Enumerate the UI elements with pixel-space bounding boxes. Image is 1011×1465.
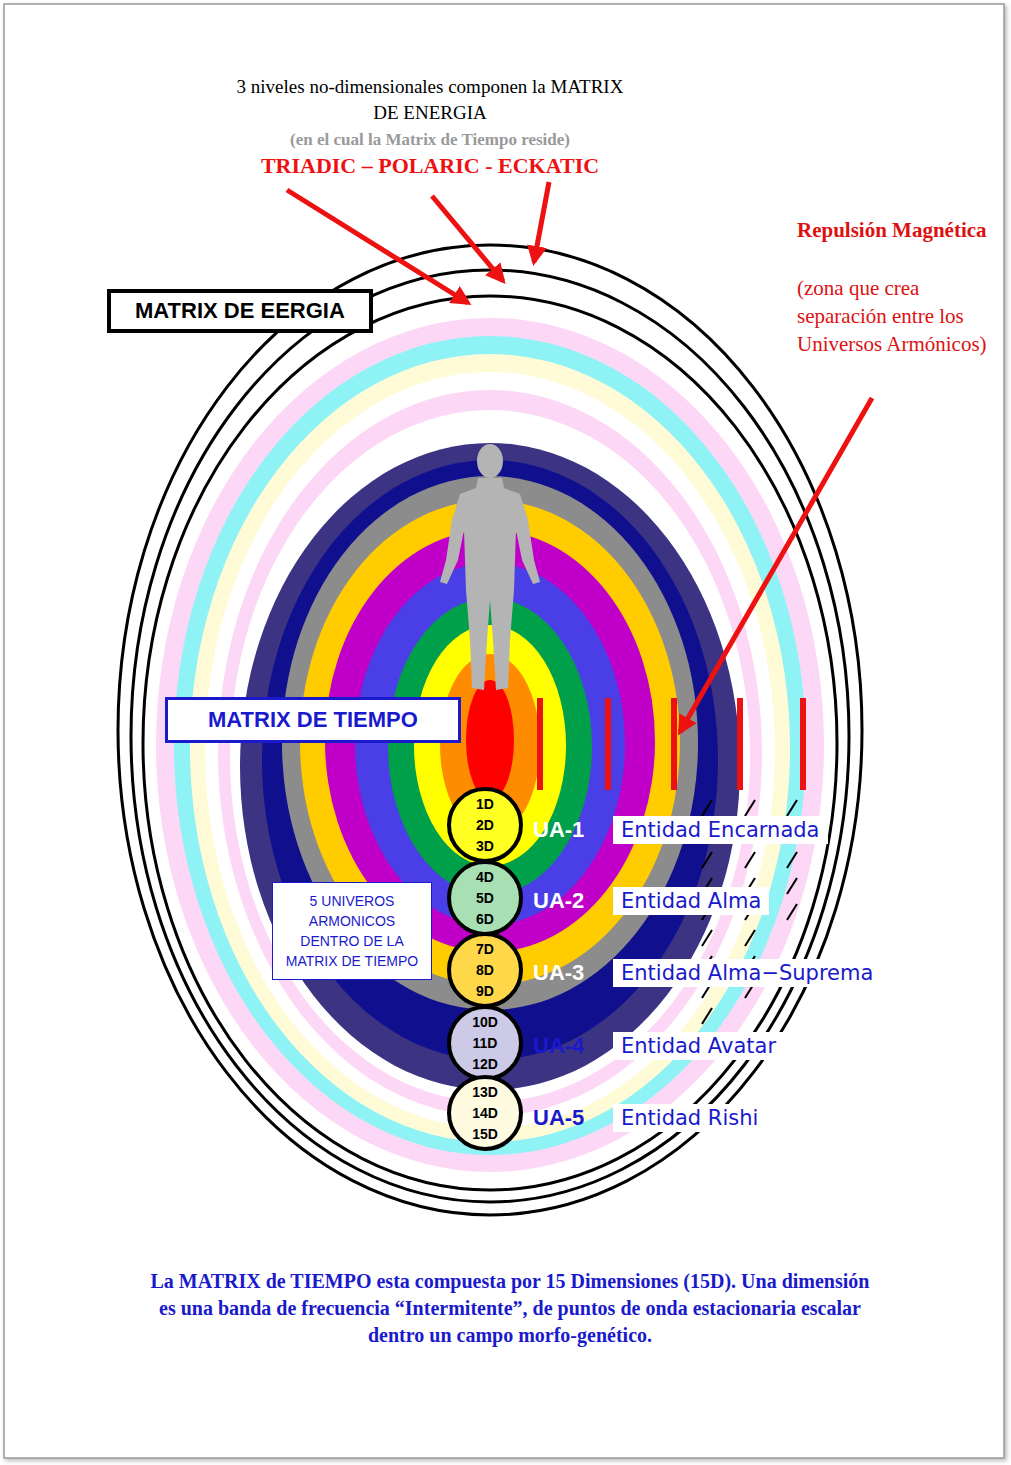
dimension-label: 1D	[476, 794, 494, 815]
entity-name: Entidad Rishi	[613, 1104, 766, 1132]
circle-shape	[449, 789, 521, 861]
entity-name: Entidad Avatar	[613, 1032, 784, 1060]
box-text: 5 UNIVEROS ARMONICOS DENTRO DE LA MATRIX…	[279, 891, 425, 971]
hatch-stroke	[745, 852, 755, 868]
dimension-label: 12D	[472, 1054, 498, 1075]
harmonic-circle: 1D2D3D	[446, 786, 524, 864]
harmonic-circle: 7D8D9D	[446, 931, 524, 1009]
harmonic-circle: 10D11D12D	[446, 1004, 524, 1082]
callout-heading: Repulsión Magnética	[797, 216, 997, 244]
hatch-stroke	[702, 930, 712, 946]
hatch-stroke	[745, 930, 755, 946]
box-text: MATRIX DE TIEMPO	[208, 706, 418, 734]
dimension-label: 14D	[472, 1103, 498, 1124]
pointer-arrow	[680, 398, 872, 732]
callout-note: (zona que crea separación entre los Univ…	[797, 274, 997, 358]
repulsion-bar	[605, 698, 611, 790]
dimension-label: 11D	[473, 1033, 498, 1054]
dimension-label: 7D	[476, 939, 494, 960]
hatch-stroke	[787, 852, 797, 868]
band-ellipse	[388, 598, 592, 895]
entity-label: UA-5Entidad Rishi	[533, 1100, 766, 1136]
entity-name: Entidad Alma−Suprema	[613, 959, 881, 987]
band-ellipse	[355, 563, 625, 925]
hatch-stroke	[745, 800, 755, 816]
pointer-arrow	[432, 196, 503, 281]
universe-code: UA-3	[533, 960, 613, 986]
harmonic-circle: 4D5D6D	[446, 859, 524, 937]
dimension-label: 10D	[472, 1012, 498, 1033]
repulsion-bars	[537, 698, 806, 790]
human-figure	[440, 478, 540, 690]
universe-code: UA-1	[533, 817, 613, 843]
universe-code: UA-4	[533, 1033, 613, 1059]
circle-shape	[449, 1077, 521, 1149]
entity-name: Entidad Encarnada	[613, 816, 828, 844]
repulsion-bar	[671, 698, 677, 790]
repulsion-bar	[800, 698, 806, 790]
dimension-label: 13D	[472, 1082, 498, 1103]
band-ellipse	[156, 318, 824, 1172]
dimension-label: 2D	[476, 815, 494, 836]
dimension-label: 4D	[476, 867, 494, 888]
band-ellipse	[143, 296, 837, 1190]
band-ellipse	[174, 336, 806, 1155]
harmonic-circle: 13D14D15D	[446, 1074, 524, 1152]
dimension-label: 3D	[476, 836, 494, 857]
page-frame	[4, 4, 1004, 1458]
hatch-stroke	[702, 852, 712, 868]
note-box: 5 UNIVEROS ARMONICOS DENTRO DE LA MATRIX…	[272, 882, 432, 980]
band-ellipse	[240, 443, 740, 1090]
repulsion-bar	[737, 698, 743, 790]
circle-shape	[449, 934, 521, 1006]
pointer-arrows	[287, 182, 872, 732]
hatch-stroke	[702, 800, 712, 816]
band-ellipse	[205, 372, 775, 1128]
matrix-box: MATRIX DE EERGIA	[107, 289, 373, 333]
dimension-label: 15D	[472, 1124, 498, 1145]
universe-code: UA-5	[533, 1105, 613, 1131]
hatch-stroke	[787, 800, 797, 816]
dimension-label: 8D	[476, 960, 494, 981]
band-ellipse	[466, 680, 514, 800]
level-names: TRIADIC – POLARIC - ECKATIC	[180, 152, 680, 180]
dimension-label: 5D	[476, 888, 494, 909]
title: 3 niveles no-dimensionales componen la M…	[225, 74, 635, 126]
pointer-arrow	[534, 182, 549, 262]
entity-label: UA-3Entidad Alma−Suprema	[533, 955, 881, 991]
entity-label: UA-4Entidad Avatar	[533, 1028, 784, 1064]
dimension-label: 9D	[476, 981, 494, 1002]
caption: La MATRIX de TIEMPO esta compuesta por 1…	[140, 1268, 880, 1349]
box-text: MATRIX DE EERGIA	[135, 297, 345, 325]
human-head	[477, 444, 503, 478]
universe-code: UA-2	[533, 888, 613, 914]
band-ellipse	[230, 410, 750, 1102]
band-ellipse	[118, 245, 862, 1215]
matrix-box: MATRIX DE TIEMPO	[165, 697, 461, 743]
band-ellipse	[190, 354, 790, 1142]
dimension-label: 6D	[476, 909, 494, 930]
hatch-stroke	[702, 1008, 712, 1024]
hatch-stroke	[787, 904, 797, 920]
entity-label: UA-2Entidad Alma	[533, 883, 769, 919]
entity-label: UA-1Entidad Encarnada	[533, 812, 828, 848]
repulsion-bar	[537, 698, 543, 790]
entity-name: Entidad Alma	[613, 887, 769, 915]
energy-bands	[118, 245, 862, 1215]
hatch-stroke	[787, 878, 797, 894]
circle-shape	[449, 1007, 521, 1079]
note: (en el cual la Matrix de Tiempo reside)	[200, 129, 660, 151]
band-ellipse	[218, 390, 762, 1116]
circle-shape	[449, 862, 521, 934]
band-ellipse	[131, 270, 849, 1202]
